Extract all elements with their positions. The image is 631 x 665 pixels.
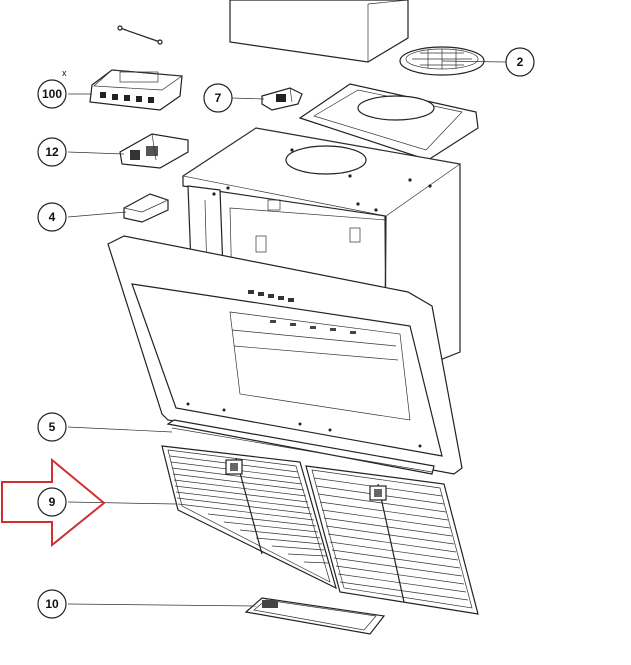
callout-7: 7: [203, 83, 233, 113]
switch-unit-part: [119, 133, 189, 169]
hood-top-cap: [298, 83, 479, 161]
callout-2: 2: [505, 47, 535, 77]
callout-label: 9: [49, 495, 56, 509]
callout-label: 10: [45, 597, 59, 611]
callout-100: x 100: [37, 68, 67, 109]
callout-label: 4: [49, 210, 56, 224]
mounting-rod: [117, 25, 163, 45]
callout-10: 10: [37, 589, 67, 619]
callout-label: 2: [517, 55, 524, 69]
control-module-part: [89, 69, 183, 111]
callout-label: 5: [49, 420, 56, 434]
chimney-cover: [229, 0, 409, 63]
grease-filter-right: [305, 465, 479, 615]
leader-lines: [67, 60, 507, 607]
transformer-part: [123, 193, 169, 223]
bottom-strip-part: [166, 419, 435, 475]
callout-12: 12: [37, 137, 67, 167]
callout-label: 12: [45, 145, 59, 159]
callout-label: 100: [42, 87, 62, 101]
callout-4: 4: [37, 202, 67, 232]
bracket-part: [261, 87, 303, 111]
callout-label: 7: [215, 91, 222, 105]
front-frame: [107, 235, 463, 475]
callout-marker-x: x: [62, 68, 67, 78]
lamp-cover-part: [244, 597, 386, 635]
highlight-arrow-icon: [1, 457, 106, 548]
grease-filter-left: [161, 445, 337, 590]
callout-9: 9: [37, 487, 67, 517]
callout-5: 5: [37, 412, 67, 442]
